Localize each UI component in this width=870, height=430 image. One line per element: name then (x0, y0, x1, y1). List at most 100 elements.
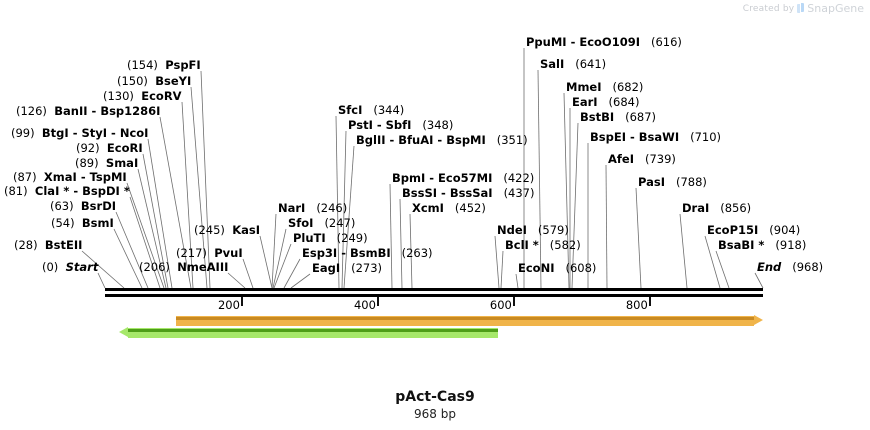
site-enzyme: NcoI (119, 126, 149, 140)
restriction-site-label[interactable]: EcoNI (608) (518, 262, 596, 274)
site-leader-line (343, 145, 355, 289)
site-enzyme: SbfI (385, 118, 412, 132)
site-position: (422) (503, 171, 535, 185)
site-position: (263) (401, 246, 433, 260)
site-enzyme: StyI (81, 126, 108, 140)
site-position: (437) (503, 186, 535, 200)
restriction-site-label[interactable]: BstBI (687) (580, 111, 656, 123)
restriction-site-label[interactable]: (87) XmaI - TspMI (13, 171, 127, 183)
restriction-site-label[interactable]: XcmI (452) (412, 202, 486, 214)
restriction-site-label[interactable]: (150) BseYI (117, 75, 191, 87)
restriction-site-label[interactable]: EarI (684) (572, 96, 639, 108)
site-enzyme: XmaI (43, 170, 77, 184)
restriction-site-label[interactable]: NdeI (579) (497, 224, 569, 236)
site-leader-line (273, 243, 292, 289)
site-leader-line (242, 258, 254, 289)
site-enzyme: BsaWI (638, 130, 680, 144)
restriction-site-label[interactable]: DraI (856) (682, 202, 751, 214)
restriction-site-label[interactable]: (99) BtgI - StyI - NcoI (11, 127, 148, 139)
restriction-site-label[interactable]: End (968) (757, 261, 823, 273)
restriction-site-label[interactable]: PstI - SbfI (348) (348, 119, 453, 131)
site-separator: - (385, 133, 399, 147)
site-enzyme: BstBI (580, 110, 615, 124)
site-enzyme: MmeI (566, 80, 602, 94)
site-position: (682) (612, 80, 644, 94)
site-enzyme: SfoI (288, 216, 314, 230)
restriction-site-label[interactable]: Esp3I - BsmBI (263) (302, 247, 433, 259)
site-leader-line (571, 122, 579, 289)
restriction-site-label[interactable]: BssSI - BssSaI (437) (402, 187, 535, 199)
site-position: (99) (11, 126, 35, 140)
restriction-site-label[interactable]: (54) BsmI (51, 217, 114, 229)
restriction-site-label[interactable]: BspEI - BsaWI (710) (590, 131, 721, 143)
site-enzyme: PstI (348, 118, 373, 132)
site-leader-line (605, 164, 608, 289)
restriction-site-label[interactable]: SalI (641) (540, 58, 606, 70)
restriction-site-label[interactable]: BglII - BfuAI - BspMI (351) (356, 134, 528, 146)
restriction-site-label[interactable]: (81) ClaI * - BspDI * (4, 185, 130, 197)
site-position: (63) (50, 199, 74, 213)
site-leader-line (159, 116, 192, 289)
site-leader-line (200, 70, 211, 289)
site-position: (616) (650, 35, 682, 49)
site-position: (348) (422, 118, 454, 132)
restriction-site-label[interactable]: BclI * (582) (505, 239, 581, 251)
site-separator: - (372, 118, 386, 132)
restriction-site-label[interactable]: EagI (273) (312, 262, 382, 274)
restriction-site-label[interactable]: (206) NmeAIII (139, 261, 228, 273)
site-leader-line (494, 235, 500, 289)
site-separator: - (87, 104, 101, 118)
restriction-site-label[interactable]: (154) PspFI (127, 59, 201, 71)
site-leader-line (341, 130, 347, 289)
plasmid-length: 968 bp (414, 407, 456, 421)
site-enzyme: EagI (312, 261, 341, 275)
site-position: (273) (351, 261, 383, 275)
restriction-site-label[interactable]: PluTI (249) (293, 232, 368, 244)
site-enzyme: KasI (232, 223, 261, 237)
restriction-site-label[interactable]: BsaBI * (918) (718, 239, 806, 251)
restriction-site-label[interactable]: PasI (788) (638, 176, 707, 188)
restriction-site-label[interactable]: MmeI (682) (566, 81, 643, 93)
restriction-site-label[interactable]: AfeI (739) (608, 153, 676, 165)
site-enzyme: NdeI (497, 223, 527, 237)
watermark-prefix: Created by (742, 3, 795, 14)
site-leader-line (190, 86, 208, 289)
site-enzyme: DraI (682, 201, 710, 215)
site-leader-line (147, 138, 173, 289)
orange-feature-arrow (176, 315, 763, 326)
site-enzyme: NmeAIII (177, 260, 229, 274)
restriction-site-label[interactable]: (63) BsrDI (50, 200, 116, 212)
site-position: (54) (51, 216, 75, 230)
site-enzyme: BsaBI * (718, 238, 765, 252)
restriction-site-label[interactable]: EcoP15I (904) (707, 224, 800, 236)
restriction-site-label[interactable]: (130) EcoRV (103, 90, 182, 102)
site-position: (452) (454, 201, 486, 215)
site-position: (856) (720, 201, 752, 215)
restriction-site-label[interactable]: (0) Start (42, 261, 98, 273)
restriction-site-label[interactable]: BpmI - Eco57MI (422) (392, 172, 534, 184)
restriction-site-label[interactable]: (28) BstEII (14, 239, 82, 251)
restriction-site-label[interactable]: (126) BanII - Bsp1286I (16, 105, 160, 117)
site-separator: - (69, 184, 83, 198)
restriction-site-label[interactable]: (245) KasI (194, 224, 260, 236)
restriction-site-label[interactable]: PpuMI - EcoO109I (616) (526, 36, 682, 48)
site-leader-line (335, 115, 340, 289)
site-leader-line (113, 228, 143, 289)
restriction-site-label[interactable]: SfoI (247) (288, 217, 355, 229)
site-leader-line (537, 69, 542, 289)
restriction-site-label[interactable]: (89) SmaI (75, 157, 138, 169)
ruler-tick-label: 400 (353, 298, 376, 312)
site-enzyme: BstEII (44, 238, 83, 252)
site-leader-line (290, 273, 311, 289)
site-separator: - (76, 170, 90, 184)
site-leader-line (515, 273, 519, 289)
site-enzyme: BglII (356, 133, 386, 147)
restriction-site-label[interactable]: NarI (246) (278, 202, 347, 214)
restriction-site-label[interactable]: (92) EcoRI (76, 142, 143, 154)
restriction-site-label[interactable]: (217) PvuI (176, 247, 243, 259)
site-separator: - (437, 186, 450, 200)
restriction-site-label[interactable]: SfcI (344) (338, 104, 404, 116)
site-leader-line (137, 168, 167, 289)
site-enzyme: SalI (540, 57, 565, 71)
